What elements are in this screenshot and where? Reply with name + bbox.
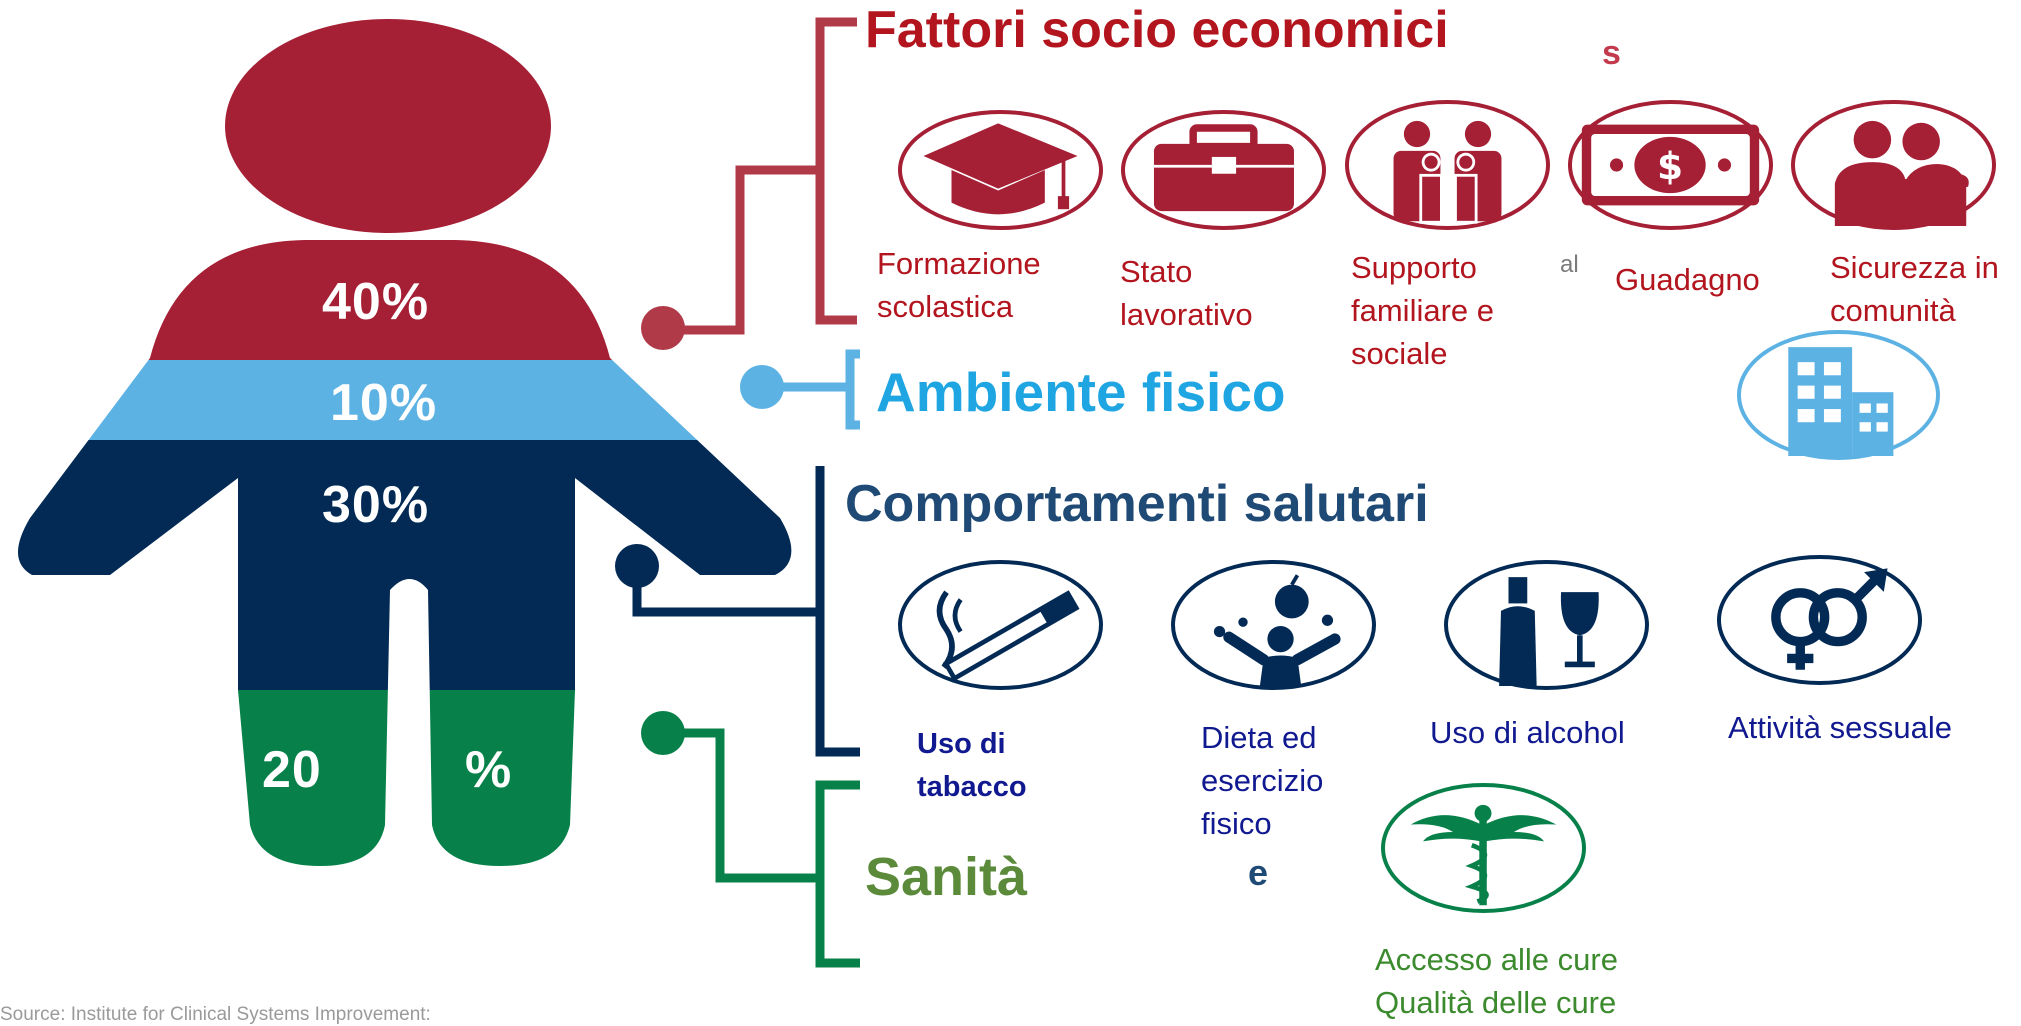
label-dieta: Dieta ed esercizio fisico: [1201, 720, 1324, 841]
label-formazione: Formazione scolastica: [877, 246, 1041, 324]
family-icon: [1345, 100, 1550, 230]
fragment-s: s: [1602, 34, 1621, 72]
caduceus-icon: [1381, 783, 1586, 913]
title-ambiente: Ambiente fisico: [876, 361, 1286, 423]
alcohol-icon: [1444, 560, 1649, 690]
svg-text:$: $: [1657, 144, 1683, 188]
figure-head: [225, 19, 551, 233]
pct-sanita-number: 20: [262, 741, 322, 799]
graduation-cap-icon: [898, 110, 1103, 230]
fragment-al: al: [1560, 251, 1579, 278]
toolbox-icon: [1121, 110, 1326, 230]
label-alcohol: Uso di alcohol: [1430, 715, 1625, 750]
gender-icon: [1717, 555, 1922, 685]
cigarette-icon: [898, 560, 1103, 690]
money-icon: $: [1568, 100, 1773, 230]
label-supporto: Supporto familiare e sociale: [1351, 250, 1494, 371]
connector-sanita: [665, 728, 860, 968]
pct-comportamenti: 30%: [322, 476, 430, 534]
fragment-e: e: [1248, 852, 1269, 893]
connector-comportamenti: [632, 466, 860, 757]
label-stato: Stato lavorativo: [1120, 254, 1253, 332]
pct-sanita-symbol: %: [465, 741, 513, 799]
pct-ambiente: 10%: [330, 374, 438, 432]
diet-exercise-icon: [1171, 560, 1376, 690]
label-sicurezza: Sicurezza in comunità: [1830, 250, 1999, 328]
connector-socio: [660, 17, 857, 335]
label-guadagno: Guadagno: [1615, 262, 1760, 297]
label-tabacco: Uso di tabacco: [917, 728, 1027, 803]
title-socio: Fattori socio economici: [865, 1, 1449, 59]
title-comportamenti: Comportamenti salutari: [845, 475, 1429, 533]
title-sanita: Sanità: [865, 847, 1028, 907]
source-text: Source: Institute for Clinical Systems I…: [0, 1004, 431, 1025]
label-sessuale: Attività sessuale: [1728, 710, 1952, 745]
community-icon: [1791, 100, 1996, 230]
building-icon: [1737, 330, 1940, 460]
label-accesso: Accesso alle cure Qualità delle cure: [1375, 942, 1618, 1020]
pct-socio: 40%: [322, 273, 430, 331]
